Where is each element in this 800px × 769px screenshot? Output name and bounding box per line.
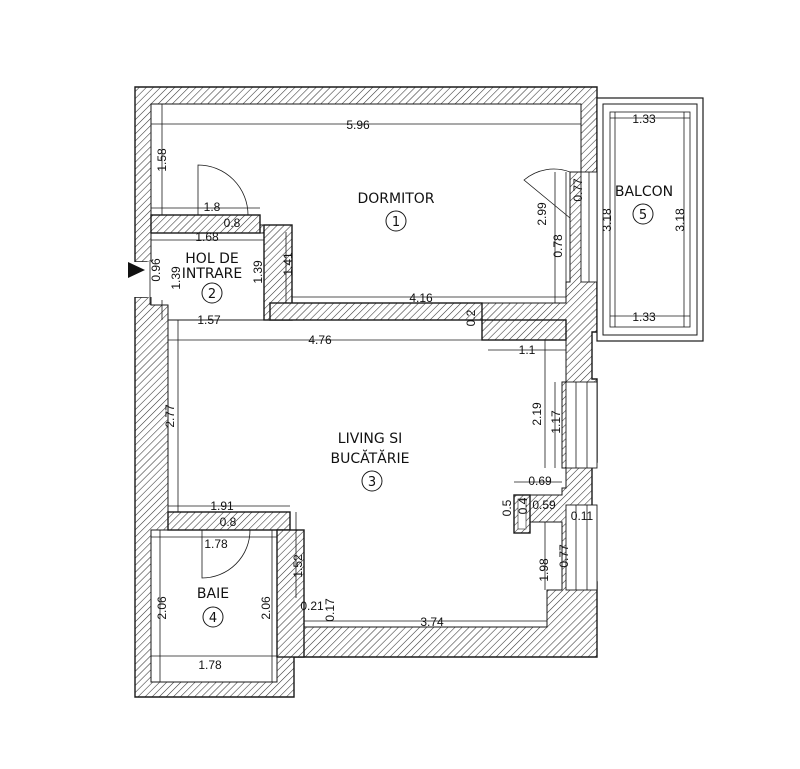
door-dormitor [197, 164, 249, 216]
column-living [481, 319, 567, 341]
dim-text: 0.77 [571, 178, 585, 202]
room-number-2: 2 [208, 287, 216, 302]
dim-text: 0.8 [220, 515, 237, 529]
room-number-circle-5 [632, 203, 654, 225]
dim-text: 2.99 [535, 202, 549, 226]
room-number-circle-1 [385, 210, 407, 232]
dim-text: 1.41 [281, 252, 295, 276]
door-baie [201, 529, 251, 579]
room-number-4: 4 [209, 611, 217, 626]
dim-text: 1.8 [204, 200, 221, 214]
dim-text: 0.78 [551, 234, 565, 258]
dim-text: 1.1 [519, 343, 536, 357]
dim-text: 1.33 [632, 310, 656, 324]
dim-text: 1.58 [155, 148, 169, 172]
partition-dormitor-living [269, 302, 483, 321]
room-number-circle-2 [201, 282, 223, 304]
dim-text: 0.59 [532, 498, 556, 512]
partition-baie-living [276, 529, 305, 658]
dim-text: 0.96 [149, 258, 163, 282]
dim-text: 2.19 [530, 402, 544, 426]
room-number-circle-3 [361, 470, 383, 492]
dim-text: 0.5 [500, 499, 514, 516]
dim-text: 1.68 [195, 230, 219, 244]
dim-text: 1.52 [291, 554, 305, 578]
dim-text: 3.74 [420, 615, 444, 629]
room-number-3: 3 [368, 475, 376, 490]
dim-text: 0.8 [224, 216, 241, 230]
room-label-dormitor: DORMITOR [357, 191, 434, 207]
dim-text: 4.16 [409, 291, 433, 305]
dim-text: 3.18 [673, 208, 687, 232]
partition-living-baie [167, 511, 291, 531]
dim-text: 1.91 [210, 499, 234, 513]
dim-text: 4.76 [308, 333, 332, 347]
room-number-circle-4 [202, 606, 224, 628]
dim-text: 1.78 [198, 658, 222, 672]
dim-text: 2.77 [163, 404, 177, 428]
room-number-5: 5 [639, 208, 647, 223]
dim-text: 0.69 [528, 474, 552, 488]
room-label-hol-line2: INTRARE [182, 266, 242, 282]
partition-dormitor-hol [150, 214, 261, 234]
dim-text: 1.17 [549, 410, 563, 434]
entry-arrow-icon [128, 262, 145, 278]
dim-text: 1.57 [197, 313, 221, 327]
dim-text: 0.11 [571, 509, 594, 523]
room-label-living-line2: BUCĂTĂRIE [331, 449, 410, 467]
room-label-living-line1: LIVING SI [338, 431, 402, 447]
dim-text: 2.06 [259, 596, 273, 620]
room-number-1: 1 [392, 215, 400, 230]
dim-text: 0.2 [464, 309, 478, 326]
kitchen-duct-inner [517, 498, 527, 530]
dim-text: 0.21 [300, 599, 324, 613]
room-label-balcon: BALCON [615, 184, 673, 200]
dim-text: 1.39 [169, 266, 183, 290]
dim-text: 0.17 [323, 598, 337, 622]
dim-text: 1.78 [204, 537, 228, 551]
room-label-baie: BAIE [197, 586, 229, 602]
dim-text: 0.77 [557, 544, 571, 568]
dim-text: 1.98 [537, 558, 551, 582]
dim-text: 1.33 [632, 112, 656, 126]
dim-text: 3.18 [600, 208, 614, 232]
dim-text: 2.06 [155, 596, 169, 620]
room-label-hol-line1: HOL DE [185, 251, 238, 267]
dim-text: 1.39 [251, 260, 265, 284]
balcony-rail [602, 103, 698, 336]
door-balcon [523, 168, 571, 219]
dim-text: 5.96 [346, 118, 370, 132]
window-living-bottom [565, 504, 598, 591]
window-living-top [565, 381, 598, 469]
dim-text: 0.4 [516, 497, 530, 514]
